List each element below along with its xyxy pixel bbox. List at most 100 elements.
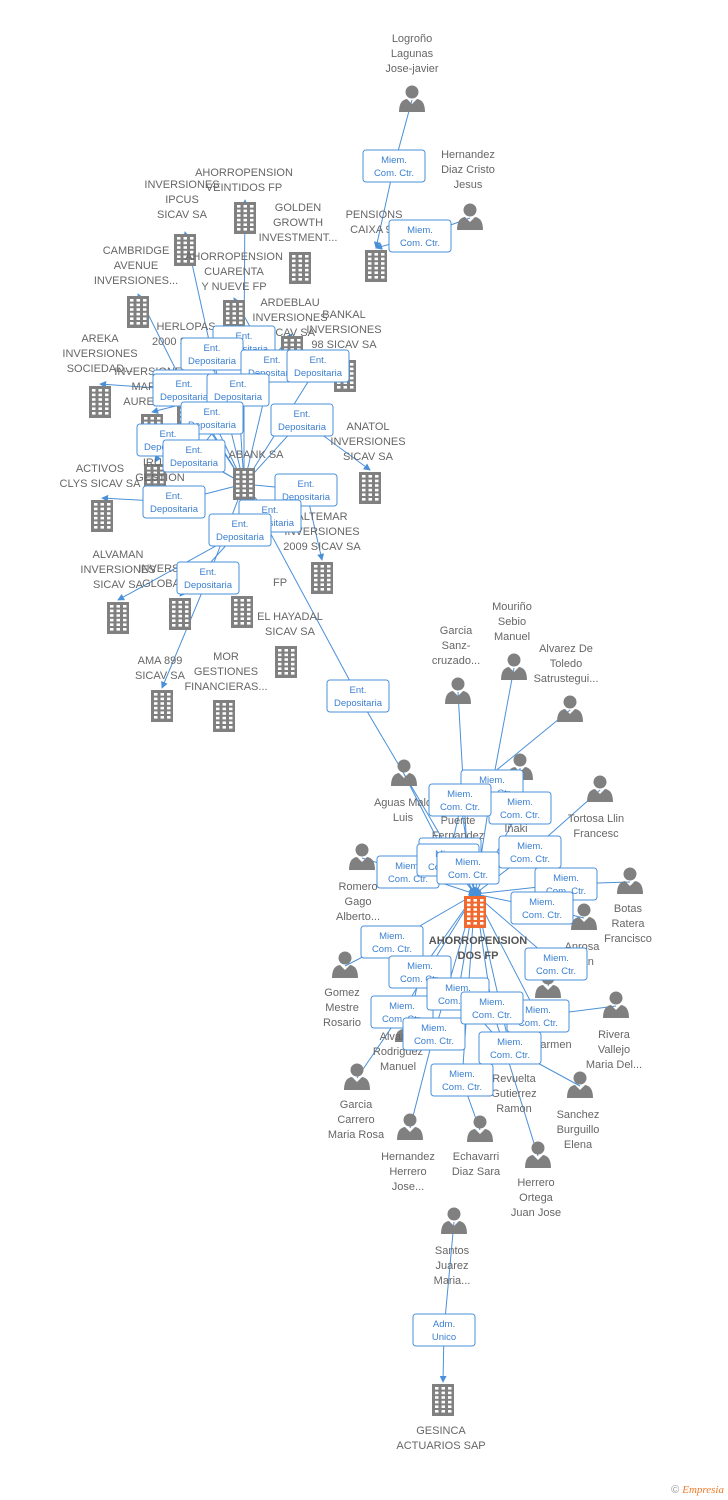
person-node[interactable]: GarciaSanz-cruzado... [432,625,480,704]
edge-label-box[interactable]: Ent.Depositaria [176,561,240,595]
edge-label-text: Unico [432,1332,456,1343]
building-icon-window [290,343,294,347]
building-icon-window [232,303,236,306]
edge-label-box[interactable]: Ent.Depositaria [142,485,206,519]
person-icon-head [531,1141,545,1155]
node-label: Manuel [494,631,530,643]
edge-label-box[interactable]: Miem.Com. Ctr. [436,851,500,885]
person-icon [525,1141,551,1168]
edge-label-box[interactable]: Miem.Com. Ctr. [498,835,562,869]
edge-label-box[interactable]: Miem.Com. Ctr. [430,1063,494,1097]
building-icon-window [250,209,254,213]
node-label: CAIXA 97 [350,224,398,236]
building-icon-window [298,278,302,281]
building-icon-window [167,711,171,714]
edge-label-box[interactable]: Ent.Depositaria [180,337,244,371]
node-label: Logroño [392,33,432,45]
edge-label-box[interactable]: Miem.Com. Ctr. [402,1017,466,1051]
person-node[interactable]: SantosJuarezMaria... [434,1207,471,1288]
company-node[interactable]: AREKAINVERSIONESSOCIEDAD... [62,333,138,418]
edge-label-box[interactable]: Ent.Depositaria [206,373,270,407]
building-icon-window [240,622,244,625]
edge-label-box[interactable]: Ent.Depositaria [208,513,272,547]
company-node[interactable]: MORGESTIONESFINANCIERAS... [184,651,268,732]
building-icon-window [343,386,347,389]
edge-label-box[interactable]: Ent.Depositaria [274,473,338,507]
building-icon-window [100,503,104,506]
edge-label-box[interactable]: Miem.Com. Ctr. [388,219,452,253]
edge-label-box[interactable]: Miem.Com. Ctr. [460,991,524,1025]
node-label: Alberto... [336,911,380,923]
edge-label-text: Miem. [407,961,433,972]
building-icon-window [467,899,471,902]
building-icon-window [374,253,378,256]
building-icon-window [240,612,244,616]
edge-label-box[interactable]: Adm.Unico [412,1313,476,1347]
building-icon-window [110,614,114,617]
edge-label-box[interactable]: Miem.Com. Ctr. [524,947,588,981]
company-node[interactable]: FP [231,577,287,628]
edge-label-box[interactable]: Ent.Depositaria [152,373,216,407]
building-icon-window [350,363,354,366]
edge-label-frame [162,439,226,473]
person-node[interactable]: RomeroGagoAlberto... [336,843,380,924]
node-label: INVERSIONES [284,526,359,538]
edge-label-box[interactable]: Ent.Depositaria [286,349,350,383]
person-icon-body [501,667,527,680]
company-node[interactable]: ABANK SA [228,449,284,500]
node-label: DOS FP [458,950,499,962]
building-icon [213,700,235,732]
building-icon-window [473,903,477,907]
edge-label-text: Miem. [447,789,473,800]
brand-logo-text[interactable]: Empresia [682,1484,724,1496]
building-icon-window [467,922,471,925]
edge-label-box[interactable]: Miem.Com. Ctr. [488,791,552,825]
building-icon-window [473,908,477,911]
building-icon-window [297,339,301,342]
edge-label-text: Com. Ctr. [518,1018,558,1029]
person-node[interactable]: HernandezHerreroJose... [381,1113,435,1194]
building-icon-window [284,672,288,675]
edge-label-box[interactable]: Ent.Depositaria [270,403,334,437]
company-node[interactable]: CAMBRIDGEAVENUEINVERSIONES... [94,245,178,328]
edge-label-box[interactable]: Miem.Com. Ctr. [428,783,492,817]
edge-label-box[interactable]: Ent.Depositaria [162,439,226,473]
edge-label-text: Ent. [264,355,281,366]
edge-label-box[interactable]: Miem.Com. Ctr. [360,925,424,959]
building-icon-window [350,381,354,384]
edge-label-box[interactable]: Miem.Com. Ctr. [478,1031,542,1065]
building-icon-window [292,255,296,258]
company-node[interactable]: GOLDENGROWTHINVESTMENT... [259,202,338,284]
edge-label-box[interactable]: Miem.Com. Ctr. [362,149,426,183]
edge-label-box[interactable]: Ent.Depositaria [326,679,390,713]
person-node[interactable]: Alvarez DeToledoSatrustegui... [534,643,599,722]
edge-label-box[interactable]: Miem.Com. Ctr. [510,891,574,925]
person-icon [557,695,583,722]
person-icon-body [445,691,471,704]
building-icon-window [107,516,111,520]
